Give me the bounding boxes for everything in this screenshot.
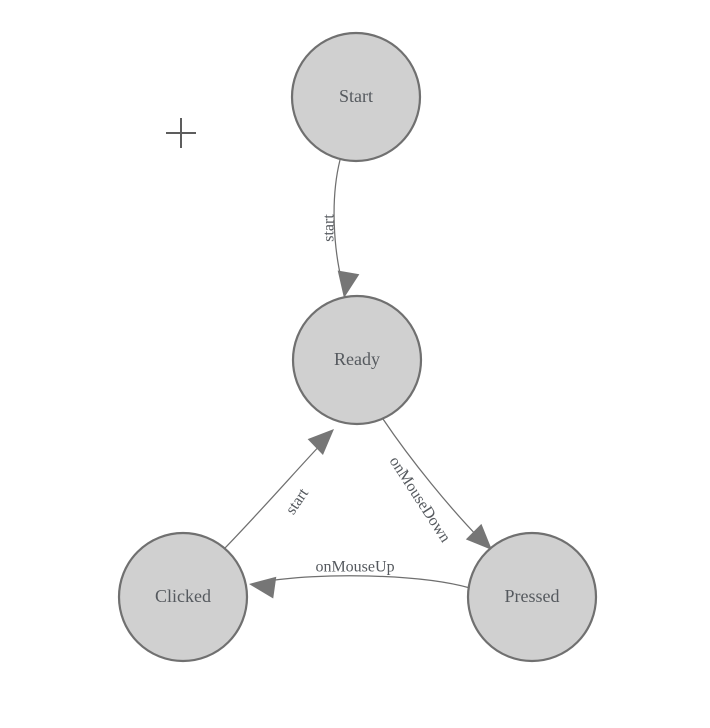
edge-label-ready-to-pressed: onMouseDown bbox=[386, 454, 454, 546]
arrowhead-shape bbox=[307, 429, 334, 455]
arrowhead-icon bbox=[307, 429, 334, 455]
edge-ready-to-pressed[interactable] bbox=[382, 418, 500, 558]
arrowhead-shape bbox=[337, 270, 360, 298]
arrowhead-icon bbox=[337, 270, 360, 298]
arrowhead-shape bbox=[465, 523, 492, 550]
node-circle[interactable] bbox=[117, 531, 249, 663]
arrowhead-icon bbox=[465, 523, 492, 550]
node-circle[interactable] bbox=[291, 294, 423, 426]
crosshair-cursor bbox=[166, 118, 196, 148]
edge-label-pressed-to-clicked: onMouseUp bbox=[315, 559, 394, 576]
edge-line bbox=[261, 575, 471, 589]
arrowhead-icon bbox=[249, 576, 277, 599]
edge-pressed-to-clicked[interactable] bbox=[247, 573, 471, 599]
node-start[interactable]: Start bbox=[290, 31, 422, 163]
edge-line bbox=[333, 159, 343, 283]
edges-layer bbox=[223, 159, 500, 599]
node-ready[interactable]: Ready bbox=[291, 294, 423, 426]
edge-label-clicked-to-ready: start bbox=[283, 485, 313, 518]
node-pressed[interactable]: Pressed bbox=[466, 531, 598, 663]
edge-line bbox=[382, 418, 482, 541]
edge-start-to-ready[interactable] bbox=[333, 159, 360, 300]
edge-line bbox=[223, 439, 326, 550]
node-circle[interactable] bbox=[290, 31, 422, 163]
node-circle[interactable] bbox=[466, 531, 598, 663]
node-clicked[interactable]: Clicked bbox=[117, 531, 249, 663]
arrowhead-shape bbox=[249, 576, 277, 599]
edge-clicked-to-ready[interactable] bbox=[223, 421, 342, 550]
